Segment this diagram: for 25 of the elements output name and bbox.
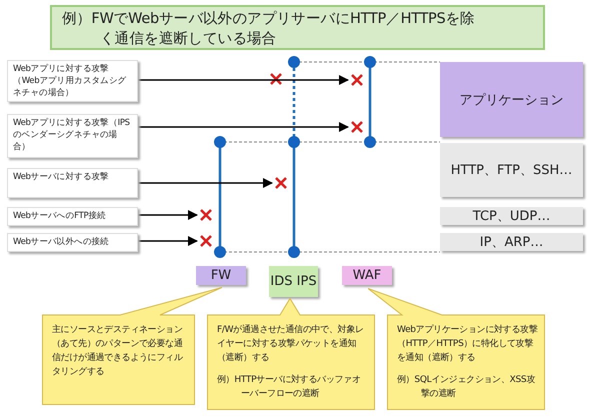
callout-bubble: Webアプリケーションに対する攻撃（HTTP／HTTPS）に特化して攻撃を通知（遮断）する 例）SQLインジェクション、XSS攻撃の遮断: [368, 288, 545, 410]
callout-bubble: F/Wが通過させた通信の中で、対象レイヤーに対する攻撃パケットを通知（遮断）する 例）HTTPサーバに対するバッファオーバーフローの遮断: [207, 298, 375, 410]
arrow: [138, 210, 198, 220]
arrow: [138, 75, 349, 85]
device-label: WAF: [342, 266, 392, 285]
blocked-mark: [351, 121, 363, 133]
device-label: IDS IPS: [269, 266, 318, 297]
layer-box: アプリケーション: [440, 62, 583, 137]
layer-box: TCP、UDP…: [440, 207, 583, 225]
attack-box: WebサーバへのFTP接続: [7, 207, 138, 226]
title-box: 例）FWでWebサーバ以外のアプリサーバにHTTP／HTTPSを除く通信を遮断している場合: [50, 5, 545, 50]
blocked-mark: [275, 177, 287, 189]
attack-box: Webアプリに対する攻撃（Webアプリ用カスタムシグネチャの場合）: [7, 60, 138, 102]
arrow: [138, 178, 273, 188]
arrow: [138, 122, 349, 132]
attack-box: Webアプリに対する攻撃（IPSのベンダーシグネチャの場合）: [7, 114, 138, 158]
attack-box: Webサーバに対する攻撃: [7, 168, 138, 198]
arrow: [138, 236, 198, 246]
device-label: FW: [196, 266, 246, 285]
attack-box: Webサーバ以外への接続: [7, 233, 138, 252]
blocked-mark: [200, 235, 212, 247]
blocked-mark: [351, 74, 363, 86]
layer-box: IP、ARP…: [440, 233, 583, 251]
layer-box: HTTP、FTP、SSH…: [440, 143, 583, 197]
blocked-mark: [200, 209, 212, 221]
